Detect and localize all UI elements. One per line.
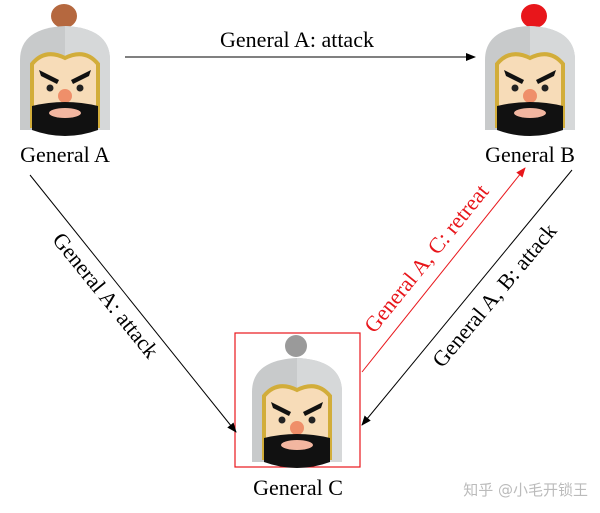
- general-b-node: General B: [483, 4, 577, 167]
- plume-icon: [51, 4, 77, 28]
- edge-a-to-c-label: General A: attack: [48, 228, 164, 363]
- general-a-label: General A: [20, 142, 110, 167]
- general-b-label: General B: [485, 142, 575, 167]
- general-b-avatar-icon: [483, 24, 577, 138]
- edge-a-to-b-label: General A: attack: [220, 27, 374, 52]
- general-a-avatar-icon: [18, 24, 112, 138]
- edge-b-to-c: [361, 169, 573, 426]
- watermark: 知乎 @小毛开锁王: [463, 481, 588, 499]
- edge-c-to-b: [361, 167, 526, 373]
- general-a-node: General A: [18, 4, 112, 167]
- edge-a-to-c: [29, 174, 237, 433]
- general-c-avatar-icon: [250, 356, 344, 470]
- plume-icon: [285, 335, 307, 357]
- general-c-node: General C: [234, 332, 361, 500]
- plume-icon: [521, 4, 547, 28]
- general-c-label: General C: [253, 475, 343, 500]
